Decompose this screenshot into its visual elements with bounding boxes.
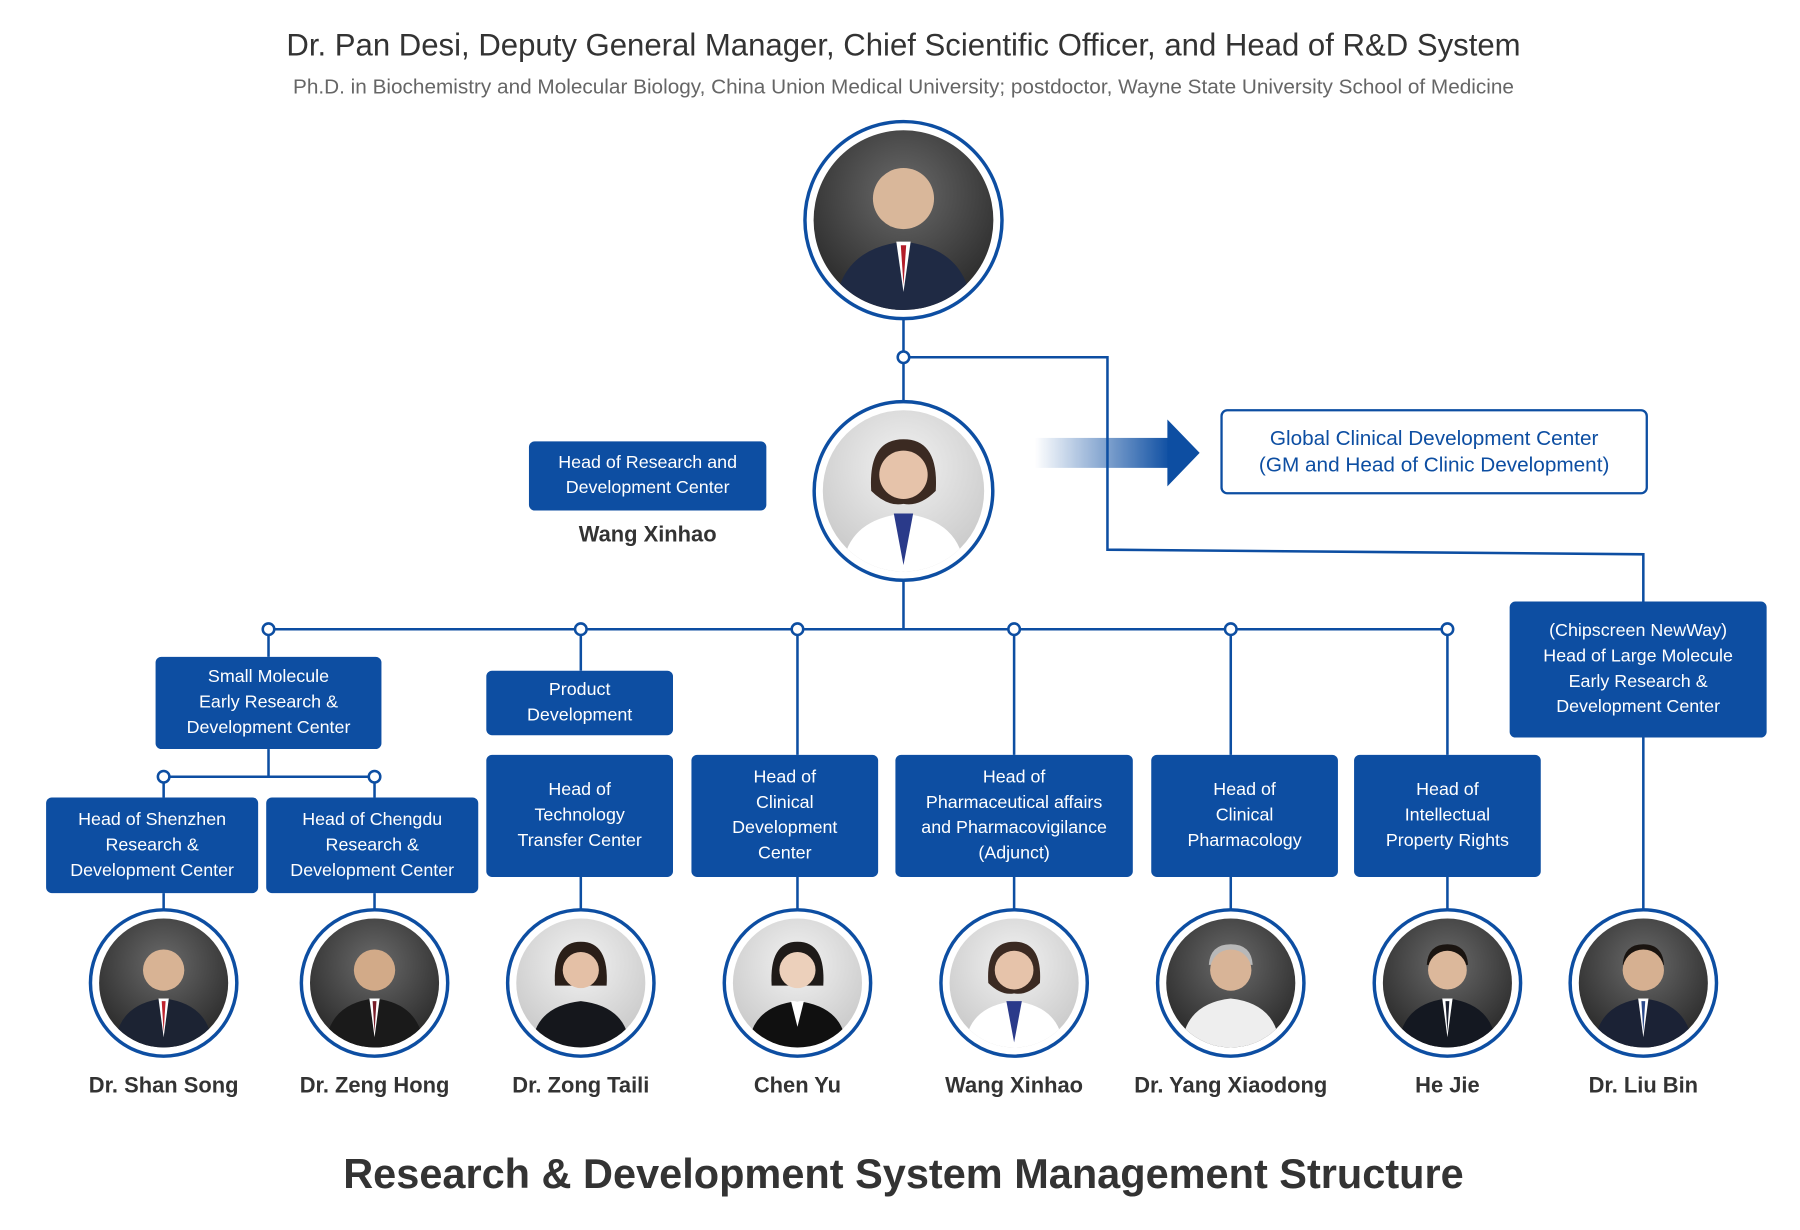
shenzhen-rd-head: Head of Shenzhen Research & Development … [46,797,259,894]
portrait-liu-bin [1568,908,1719,1058]
person-portrait-icon [99,918,229,1048]
portrait-shan-song [88,908,239,1058]
pharma-affairs-head: Head of Pharmaceutical affairs and Pharm… [895,754,1133,877]
rd-center-head-role: Head of Research and Development Center [528,441,767,511]
person-name: Dr. Shan Song [88,1074,239,1099]
footer-title: Research & Development System Management… [343,1150,1464,1198]
portrait-wang-xinhao [939,908,1090,1058]
small-molecule-center: Small Molecule Early Research & Developm… [155,656,382,750]
global-clinical-center: Global Clinical Development Center (GM a… [1220,409,1648,495]
portrait-zong-taili [505,908,656,1058]
person-portrait-icon [949,918,1079,1048]
arrow-right-icon [1034,419,1200,487]
person-portrait-icon [822,410,985,572]
person-portrait-icon [309,918,440,1048]
chart-subtitle: Ph.D. in Biochemistry and Molecular Biol… [293,74,1514,98]
tech-transfer-head: Head of Technology Transfer Center [486,754,674,877]
rd-center-head-name: Wang Xinhao [578,523,717,548]
person-name: Dr. Yang Xiaodong [1134,1074,1328,1099]
rd-center-head-portrait [812,399,995,582]
person-portrait-icon [813,130,994,310]
chengdu-rd-head: Head of Chengdu Research & Development C… [266,797,479,894]
ip-rights-head: Head of Intellectual Property Rights [1354,754,1541,877]
portrait-chen-yu [722,908,873,1058]
product-development: Product Development [486,670,674,736]
person-portrait-icon [1578,918,1708,1048]
large-molecule-center: (Chipscreen NewWay) Head of Large Molecu… [1509,601,1767,738]
person-portrait-icon [732,918,862,1048]
person-portrait-icon [1382,918,1512,1048]
person-name: Dr. Liu Bin [1588,1074,1699,1099]
person-name: Wang Xinhao [945,1074,1084,1099]
cso-portrait [803,119,1004,321]
person-portrait-icon [516,918,646,1048]
portrait-he-jie [1372,908,1523,1058]
portrait-zeng-hong [299,908,450,1058]
clinical-pharmacology-head: Head of Clinical Pharmacology [1151,754,1338,877]
portrait-yang-xiaodong [1155,908,1306,1058]
person-portrait-icon [1166,918,1296,1048]
chart-title: Dr. Pan Desi, Deputy General Manager, Ch… [286,27,1521,63]
person-name: Dr. Zong Taili [512,1074,650,1099]
person-name: Dr. Zeng Hong [299,1074,450,1099]
person-name: Chen Yu [753,1074,842,1099]
clinical-dev-head: Head of Clinical Development Center [691,754,879,877]
person-name: He Jie [1415,1074,1480,1099]
